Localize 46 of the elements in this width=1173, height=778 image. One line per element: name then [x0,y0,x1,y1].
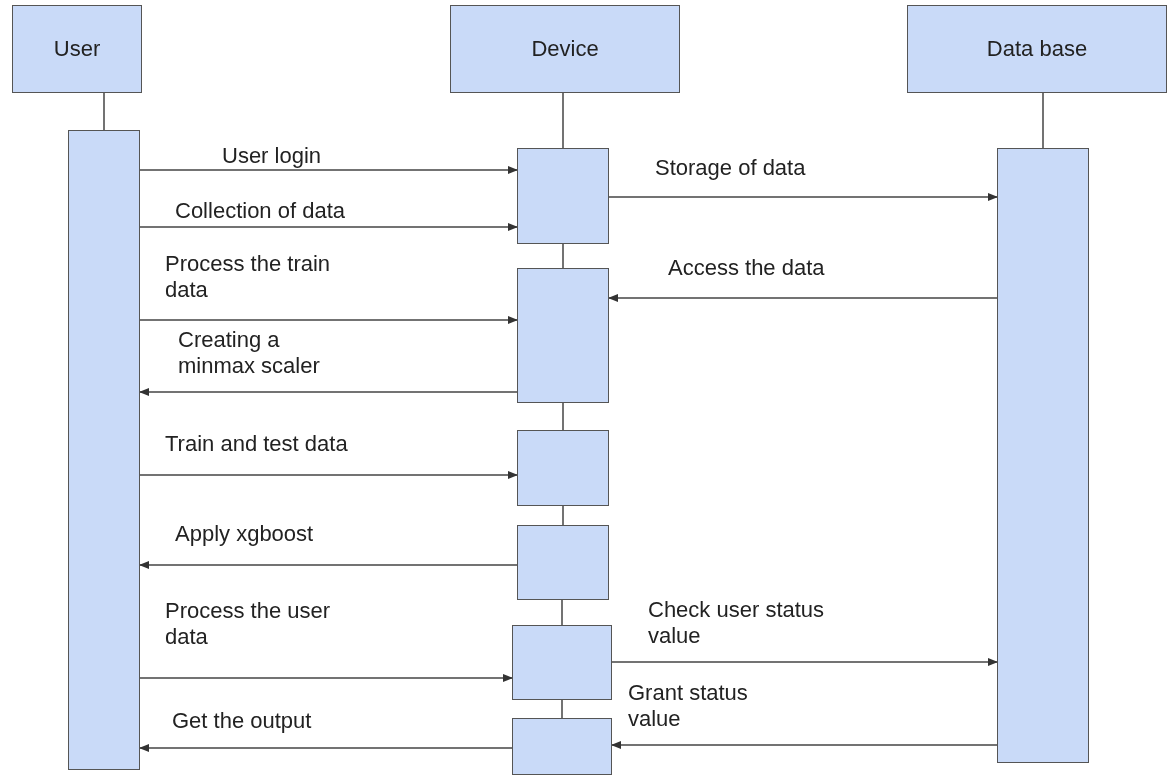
edge-label: Process the train data [165,251,332,303]
activation-box [68,130,140,770]
lifeline [562,243,564,269]
activation-box [517,525,609,600]
edge-label: Apply xgboost [175,521,315,547]
lifeline [562,505,564,526]
lifeline-header [12,5,142,93]
activation-box [512,625,612,700]
lifeline [562,402,564,431]
edge-label: Collection of data [175,198,346,224]
edge-label: Access the data [668,255,826,281]
message-arrow [139,316,518,324]
edge-label: User login [222,143,323,169]
participant-name: Data base [986,36,1088,62]
activation-box [517,148,609,244]
message-arrow [139,388,518,396]
message-arrow [139,166,518,174]
edge-label: Grant status value [628,680,749,732]
participant-name: Device [531,36,599,62]
edge-label: Train and test data [165,431,349,457]
edge-label: Check user status value [648,597,826,649]
activation-box [997,148,1089,763]
lifeline [1042,92,1044,149]
message-arrow [139,674,513,682]
message-arrow [608,193,998,201]
message-arrow [611,741,998,749]
message-arrow [608,294,998,302]
lifeline [562,92,564,149]
edge-label: Process the user data [165,598,332,650]
edge-label: Get the output [172,708,313,734]
message-arrow [139,561,518,569]
activation-box [512,718,612,775]
edge-label: Storage of data [655,155,807,181]
message-arrow [139,744,513,752]
message-arrow [611,658,998,666]
edge-label: Creating a minmax scaler [178,327,321,379]
lifeline-header [907,5,1167,93]
participant-name: User [53,36,101,62]
lifeline [103,92,105,131]
lifeline [561,599,563,626]
activation-box [517,268,609,403]
lifeline-header [450,5,680,93]
message-arrow [139,223,518,231]
message-arrow [139,471,518,479]
activation-box [517,430,609,506]
lifeline [561,699,563,719]
